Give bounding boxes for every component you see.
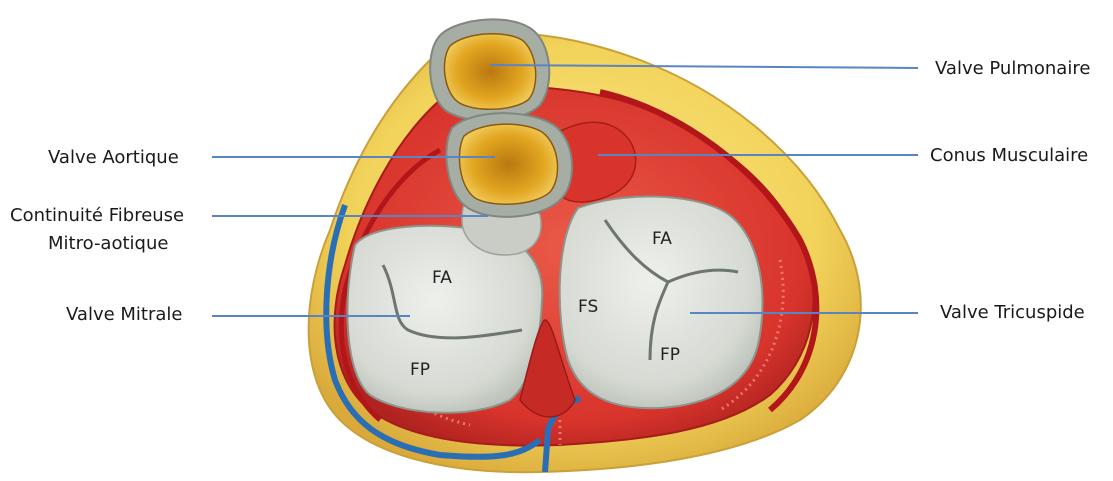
tricuspid-valve-label: Valve Tricuspide xyxy=(940,301,1085,325)
tricuspid-septal-leaflet-label: FS xyxy=(578,297,598,317)
conus-label: Conus Musculaire xyxy=(930,144,1088,168)
aortic-valve-label: Valve Aortique xyxy=(48,146,179,170)
mitral-valve-label: Valve Mitrale xyxy=(66,303,183,327)
tricuspid-posterior-leaflet-label: FP xyxy=(660,345,680,365)
fibrous-continuity-label-line2: Mitro-aotique xyxy=(48,232,168,256)
fibrous-continuity-label-line1: Continuité Fibreuse xyxy=(10,204,184,228)
pulmonary-valve-lumen xyxy=(444,34,535,110)
tricuspid-anterior-leaflet-label: FA xyxy=(652,229,672,249)
pulmonary-valve-label: Valve Pulmonaire xyxy=(935,57,1090,81)
mitral-anterior-leaflet-label: FA xyxy=(432,268,452,288)
aortic-valve-lumen xyxy=(459,124,557,204)
mitral-posterior-leaflet-label: FP xyxy=(410,360,430,380)
